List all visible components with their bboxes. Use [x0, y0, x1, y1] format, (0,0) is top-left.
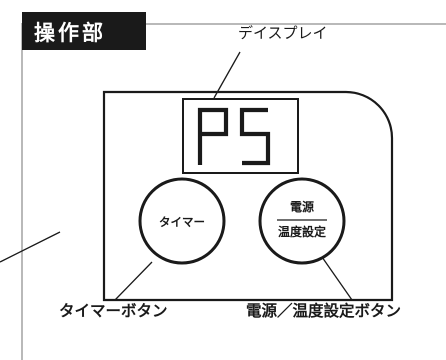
power-temp-button-callout: 電源／温度設定ボタン	[246, 301, 401, 320]
display-label: デイスプレイ	[238, 24, 328, 42]
header-tab	[22, 12, 146, 50]
segment-char-s	[239, 107, 271, 166]
display-readout	[197, 107, 271, 166]
timer-button-label: タイマー	[159, 215, 205, 229]
header-title: 操作部	[34, 21, 106, 45]
power-temp-leader-line	[321, 256, 353, 301]
timer-button[interactable]	[138, 177, 226, 265]
timer-leader-line	[114, 261, 153, 301]
power-temp-button[interactable]	[258, 177, 346, 265]
side-leader-line	[0, 231, 61, 263]
power-button-label-bottom: 温度設定	[278, 224, 326, 239]
segment-char-p	[197, 107, 229, 165]
timer-button-callout: タイマーボタン	[59, 302, 168, 320]
power-button-label-top: 電源	[290, 199, 314, 214]
display-leader-line	[213, 51, 241, 99]
